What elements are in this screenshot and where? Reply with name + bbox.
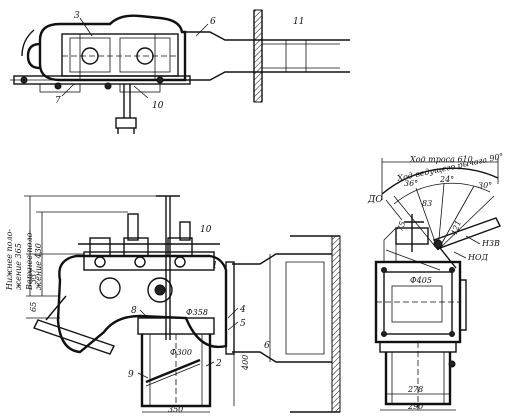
end-labels: ДО НЗВ НОД 83 421 75 Ф405 278 290: [367, 195, 500, 411]
diameter-358: Ф358: [186, 308, 208, 317]
diameter-300: Ф300: [170, 348, 192, 357]
lower-position-label: Нижнее поло- жение 365: [5, 226, 23, 291]
top-duct: [185, 31, 350, 81]
dim-421: 421: [449, 219, 463, 237]
angle-30: 30°: [478, 181, 492, 190]
end-body: [374, 260, 467, 344]
callout-6: 6: [210, 17, 216, 27]
side-view: Нижнее поло- жение 365 Верхнее поло- жен…: [5, 195, 341, 414]
top-housing: [21, 14, 187, 82]
side-body: [56, 195, 228, 354]
angle-24: 24°: [439, 175, 454, 184]
diameter-405: Ф405: [410, 276, 432, 285]
label-NOD: НОД: [467, 253, 489, 262]
dim-350: 350: [168, 405, 183, 414]
callout-10: 10: [152, 101, 164, 111]
callout-2: 2: [215, 359, 222, 369]
callout-3: 3: [74, 11, 80, 21]
cable-travel-label: Ход троса 610: [409, 155, 473, 164]
callout-9: 9: [128, 370, 134, 380]
top-view: 3 6 11 7 10: [10, 9, 350, 134]
callout-10: 10: [200, 225, 212, 235]
dim-337: 337: [29, 268, 38, 284]
dim-278: 278: [407, 385, 423, 394]
dim-75: 75: [395, 220, 407, 233]
side-wall: [290, 235, 341, 413]
top-base-plate: [10, 75, 200, 93]
callout-7: 7: [55, 96, 61, 106]
top-wall: [253, 9, 263, 103]
end-lower-pipe: [379, 341, 457, 411]
side-dimensions: [24, 195, 235, 413]
side-lower-pipe: [137, 317, 215, 408]
end-view: Ход троса 610 Ход ведущего рычага 90° 36…: [367, 152, 504, 411]
label-NZV: НЗВ: [481, 239, 500, 248]
callout-11: 11: [293, 17, 304, 27]
callout-6: 6: [264, 341, 270, 351]
angle-36: 36°: [404, 179, 418, 188]
top-callouts: 3 6 11 7 10: [55, 11, 304, 111]
lever-arc: Ход троса 610 Ход ведущего рычага 90° 36…: [381, 152, 504, 251]
dim-290: 290: [407, 402, 423, 411]
side-duct: [225, 253, 332, 363]
label-DO: ДО: [367, 195, 383, 205]
side-labels: Нижнее поло- жение 365 Верхнее поло- жен…: [5, 225, 270, 414]
callout-4: 4: [239, 305, 246, 315]
top-hanger: [115, 84, 137, 134]
dim-400: 400: [241, 355, 250, 371]
upper-position-label: Верхнее поло- жение 430: [25, 227, 43, 291]
end-mechanism: [383, 214, 501, 271]
dim-83: 83: [422, 199, 432, 208]
callout-1: 1: [212, 261, 218, 271]
dim-65: 65: [29, 302, 38, 312]
side-handle: [33, 295, 115, 355]
callout-5: 5: [240, 319, 246, 329]
callout-8: 8: [131, 306, 137, 316]
